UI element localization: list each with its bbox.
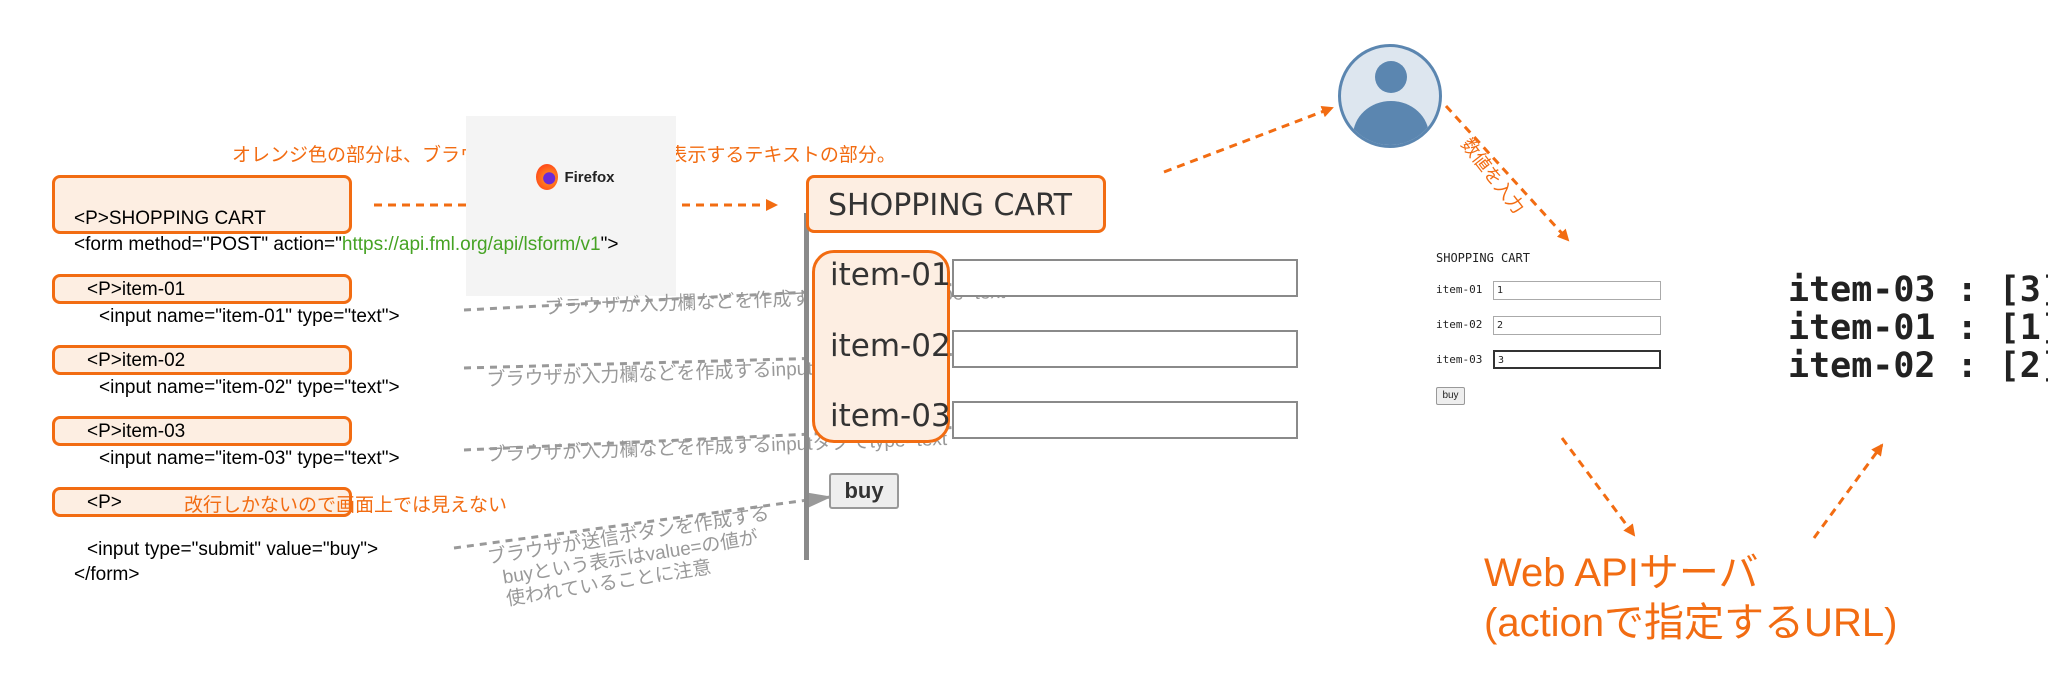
arrow-form-to-server	[1560, 437, 1636, 537]
code-form-url: https://api.fml.org/api/lsform/v1	[341, 234, 601, 255]
note-submit: ブラウザが送信ボタンを作成する buyという表示はvalue=の値が 使われてい…	[486, 503, 778, 613]
highlight-box-item1	[52, 274, 352, 304]
render-left-border	[804, 213, 809, 560]
small-form-label-3: item-03	[1436, 353, 1483, 366]
highlight-box-item3	[52, 416, 352, 446]
small-form-label-1: item-01	[1436, 283, 1483, 296]
browser-panel	[466, 116, 676, 296]
user-avatar-body	[1353, 101, 1429, 145]
small-form-input-2[interactable]: 2	[1493, 316, 1661, 335]
small-form-label-2: item-02	[1436, 318, 1483, 331]
small-form-input-1[interactable]: 1	[1493, 281, 1661, 300]
small-form-title: SHOPPING CART	[1436, 251, 1530, 265]
small-form-buy-button[interactable]: buy	[1436, 387, 1465, 405]
code-p-empty: <P>	[87, 492, 122, 513]
code-p-item2: <P>item-02	[87, 350, 186, 371]
server-label-line-1: Web APIサーバ	[1484, 551, 1759, 595]
code-input3: <input name="item-03" type="text">	[99, 448, 400, 469]
render-input-item2[interactable]	[952, 330, 1298, 368]
browser-name: Firefox	[564, 168, 615, 186]
result-line-2: item-01 : [1]	[1788, 308, 2048, 348]
arrow-render-to-user	[1163, 105, 1334, 174]
user-input-note: 数値を入力	[1457, 134, 1529, 218]
render-labels-box	[812, 250, 950, 443]
code-form-suffix: ">	[600, 234, 619, 255]
code-p-cart: <P>SHOPPING CART	[74, 208, 266, 229]
code-form-line: <form method="POST" action="https://api.…	[74, 234, 618, 256]
code-input1: <input name="item-01" type="text">	[99, 306, 400, 327]
highlight-box-item2	[52, 345, 352, 375]
code-p-item1: <P>item-01	[87, 279, 186, 300]
render-title-box	[806, 175, 1106, 233]
result-line-3: item-02 : [2]	[1788, 346, 2048, 386]
code-form-prefix: <form method="POST" action="	[74, 234, 342, 255]
small-form-input-3[interactable]: 3	[1493, 350, 1661, 369]
render-label-item3: item-03	[830, 398, 951, 434]
code-p-empty-note: 改行しかないので画面上では見えない	[184, 495, 508, 516]
user-avatar-head	[1375, 61, 1407, 93]
firefox-icon	[536, 164, 558, 190]
arrow-server-to-result	[1812, 443, 1884, 539]
render-input-item3[interactable]	[952, 401, 1298, 439]
result-line-1: item-03 : [3]	[1788, 270, 2048, 310]
render-label-item2: item-02	[830, 328, 951, 364]
server-label-line-2: (actionで指定するURL)	[1484, 601, 1898, 645]
code-form-end: </form>	[74, 564, 140, 585]
render-input-item1[interactable]	[952, 259, 1298, 297]
highlight-box-p	[52, 487, 352, 517]
firefox-logo: Firefox	[536, 164, 614, 190]
code-p-item3: <P>item-03	[87, 421, 186, 442]
user-avatar-icon	[1338, 44, 1442, 148]
render-title: SHOPPING CART	[828, 188, 1072, 223]
render-label-item1: item-01	[830, 257, 951, 293]
code-input2: <input name="item-02" type="text">	[99, 377, 400, 398]
render-buy-button[interactable]: buy	[829, 473, 899, 509]
highlight-box-cart	[52, 175, 352, 234]
code-submit: <input type="submit" value="buy">	[87, 539, 379, 560]
